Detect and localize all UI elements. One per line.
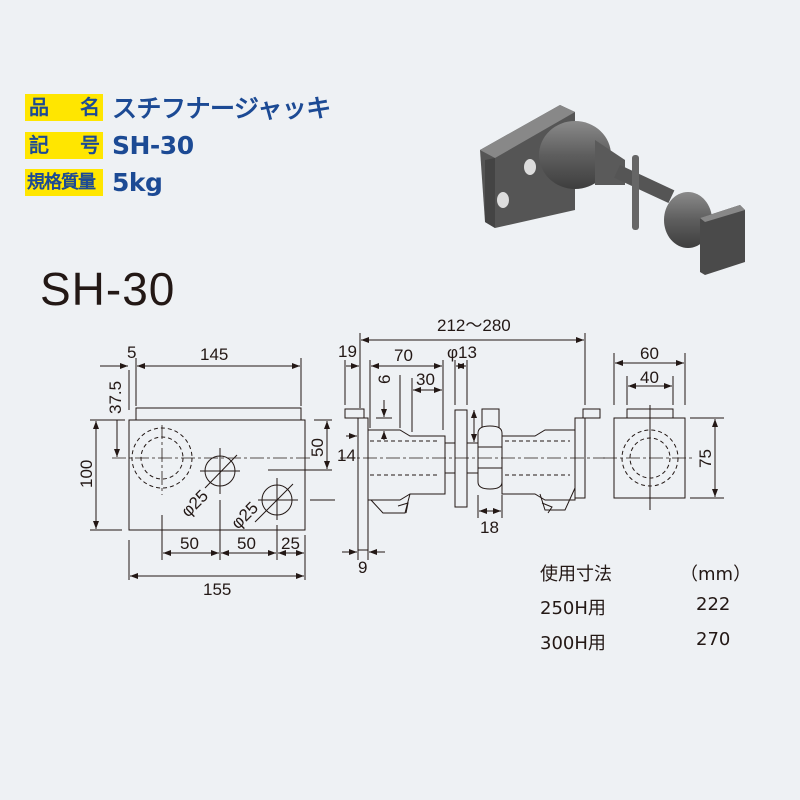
spec-code-row: 記号 SH-30 — [25, 130, 194, 160]
spec-name-row: 品名 スチフナージャッキ — [25, 93, 331, 123]
table-header-unit: （mm） — [680, 564, 752, 585]
end-view: 60 40 75 — [603, 344, 724, 510]
dim-50-a: 50 — [180, 534, 199, 553]
label-char: 号 — [80, 132, 100, 157]
dim-6: 6 — [375, 375, 394, 384]
label-char: 品 — [29, 94, 49, 119]
spec-name-value: スチフナージャッキ — [112, 94, 331, 123]
side-view: 212〜280 19 70 φ13 30 6 14 18 9 — [337, 316, 605, 577]
spec-weight-value: 5kg — [112, 167, 163, 197]
table-header-label: 使用寸法 — [540, 564, 612, 585]
front-view: 5 145 37.5 100 50 φ25 φ25 50 50 25 155 — [77, 343, 335, 599]
dim-37-5: 37.5 — [106, 381, 125, 414]
spec-weight-row: 規格質量 5kg — [25, 167, 163, 197]
dim-60: 60 — [640, 344, 659, 363]
spec-code-label: 記号 — [25, 131, 103, 159]
label-char: 記 — [29, 132, 49, 157]
dim-25: 25 — [281, 534, 300, 553]
dim-9: 9 — [358, 558, 367, 577]
dim-5: 5 — [127, 343, 136, 362]
dim-75: 75 — [696, 449, 715, 468]
spec-weight-label: 規格質量 — [25, 168, 103, 196]
table-row-value: 270 — [696, 629, 731, 650]
spec-name-label: 品名 — [25, 93, 103, 121]
dim-phi13: φ13 — [447, 343, 477, 362]
dim-155: 155 — [203, 580, 231, 599]
model-title: SH-30 — [40, 263, 176, 315]
dim-30: 30 — [416, 370, 435, 389]
label-char: 名 — [80, 94, 100, 119]
dim-100: 100 — [77, 460, 96, 488]
dim-70: 70 — [394, 346, 413, 365]
dim-50-b: 50 — [237, 534, 256, 553]
dim-19: 19 — [338, 342, 357, 361]
table-row-label: 250H用 — [540, 598, 606, 619]
table-row-label: 300H用 — [540, 633, 606, 654]
dim-145: 145 — [200, 345, 228, 364]
dim-50-right: 50 — [308, 438, 327, 457]
table-row-value: 222 — [696, 594, 731, 615]
dim-212-280: 212〜280 — [437, 316, 511, 335]
dim-40: 40 — [640, 368, 659, 387]
product-image — [480, 105, 745, 275]
dim-14: 14 — [337, 446, 356, 465]
dim-18: 18 — [480, 518, 499, 537]
spec-code-value: SH-30 — [112, 130, 194, 160]
